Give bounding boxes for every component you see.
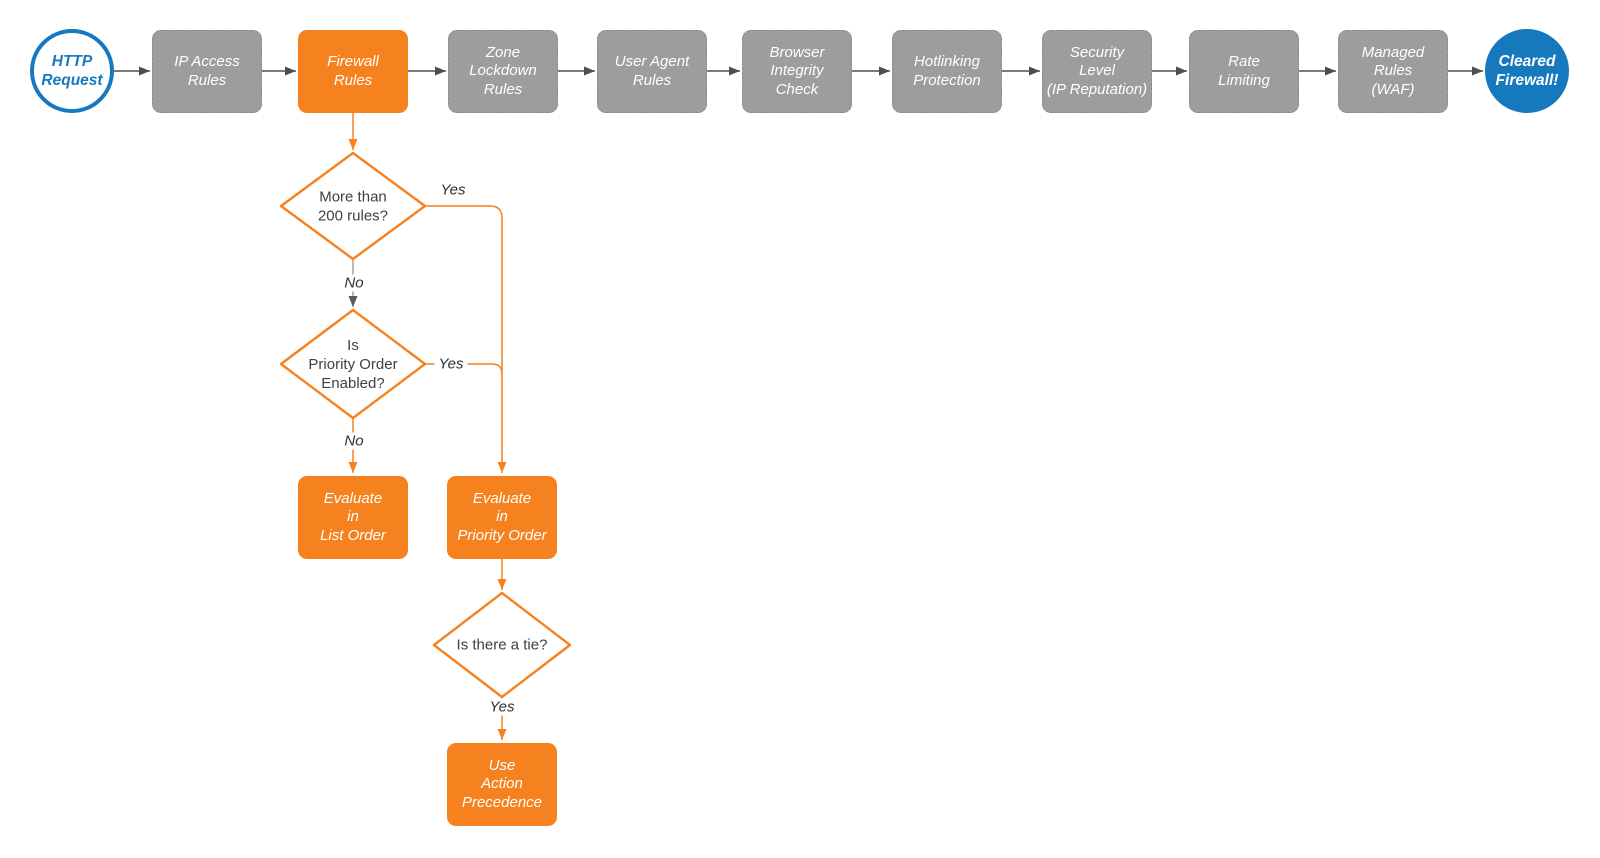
node-security-level: Security Level (IP Reputation) (1042, 30, 1152, 113)
node-rate-limiting: Rate Limiting (1189, 30, 1299, 113)
edge-decision-priority-yes (425, 363, 503, 375)
decision-diamond-tie (432, 591, 572, 699)
node-zone-lockdown-rules: Zone Lockdown Rules (448, 30, 558, 113)
node-evaluate-list-order: Evaluate in List Order (298, 476, 408, 559)
node-managed-rules-waf: Managed Rules (WAF) (1338, 30, 1448, 113)
label-yes-tie: Yes (485, 698, 519, 716)
node-evaluate-priority-order: Evaluate in Priority Order (447, 476, 557, 559)
node-user-agent-rules: User Agent Rules (597, 30, 707, 113)
decision-text-priority-enabled: Is Priority Order Enabled? (308, 336, 398, 392)
label-no-priority-enabled: No (340, 432, 368, 450)
label-yes-priority-enabled: Yes (434, 355, 468, 373)
node-firewall-rules: Firewall Rules (298, 30, 408, 113)
decision-diamond-200-rules (279, 151, 427, 261)
node-use-action-precedence: Use Action Precedence (447, 743, 557, 826)
node-http-request: HTTP Request (30, 29, 114, 113)
decision-text-200-rules: More than 200 rules? (317, 188, 389, 224)
node-cleared-firewall: Cleared Firewall! (1485, 29, 1569, 113)
node-browser-integrity-check: Browser Integrity Check (742, 30, 852, 113)
decision-diamond-priority-enabled (279, 308, 427, 420)
label-yes-200-rules: Yes (440, 181, 466, 199)
edge-decision-rules-yes (425, 205, 507, 473)
decision-text-tie: Is there a tie? (456, 636, 548, 654)
node-ip-access-rules: IP Access Rules (152, 30, 262, 113)
node-hotlinking-protection: Hotlinking Protection (892, 30, 1002, 113)
label-no-200-rules: No (340, 274, 368, 292)
